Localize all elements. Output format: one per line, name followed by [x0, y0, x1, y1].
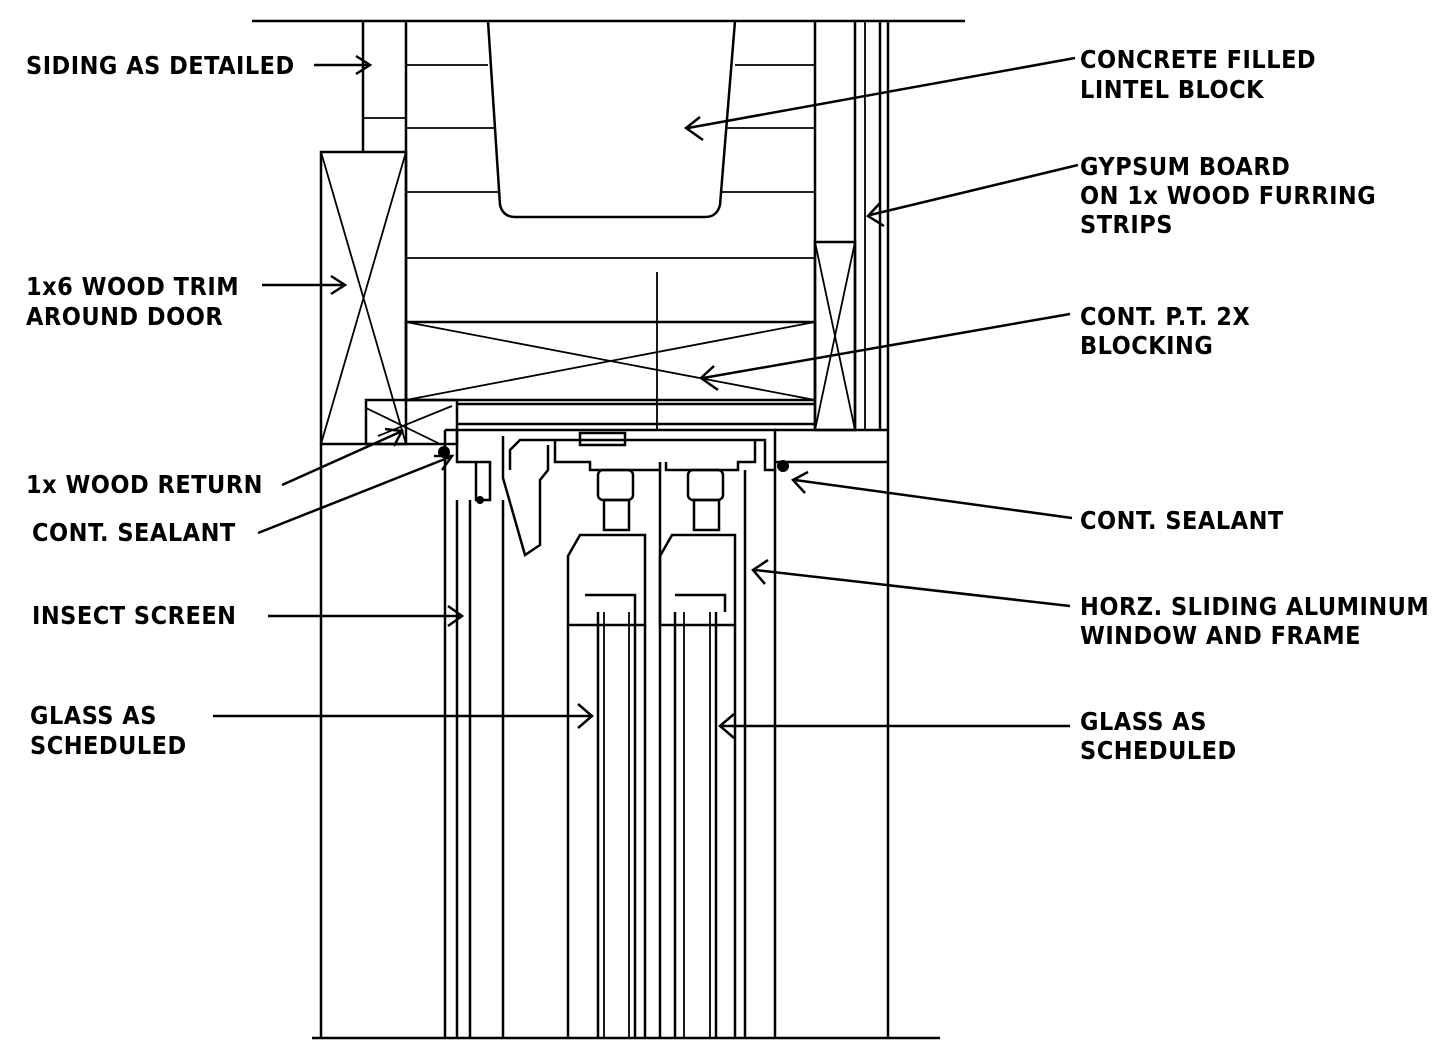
- lintel-block: [486, 20, 737, 219]
- blocking: [404, 272, 817, 430]
- leaders: [213, 54, 1079, 739]
- label-trim-line1: 1x6 WOOD TRIM: [26, 272, 240, 301]
- glass-panes: [566, 612, 737, 1038]
- label-wood-return: 1x WOOD RETURN: [26, 470, 263, 499]
- label-gypsum-line1: GYPSUM BOARD: [1080, 152, 1291, 181]
- label-siding: SIDING AS DETAILED: [26, 51, 295, 80]
- label-glass-left-line2: SCHEDULED: [30, 731, 187, 760]
- insect-screen: [455, 500, 505, 1038]
- label-glass-right-line1: GLASS AS: [1080, 707, 1207, 736]
- masonry-courses: [406, 64, 815, 323]
- label-gypsum-line3: STRIPS: [1080, 210, 1173, 239]
- wood-trim: [319, 150, 408, 1038]
- label-window-line1: HORZ. SLIDING ALUMINUM: [1080, 592, 1430, 621]
- siding: [361, 21, 408, 400]
- wood-return: [364, 398, 815, 446]
- label-lintel-line2: LINTEL BLOCK: [1080, 75, 1265, 104]
- label-blocking-line1: CONT. P.T. 2X: [1080, 302, 1251, 331]
- label-blocking-line2: BLOCKING: [1080, 331, 1214, 360]
- label-sealant-right: CONT. SEALANT: [1080, 506, 1284, 535]
- label-glass-right-line2: SCHEDULED: [1080, 736, 1237, 765]
- interior-wall: [775, 21, 890, 1038]
- label-glass-left-line1: GLASS AS: [30, 701, 157, 730]
- window-frame: [443, 428, 777, 1038]
- label-sealant-left: CONT. SEALANT: [32, 518, 236, 547]
- label-window-line2: WINDOW AND FRAME: [1080, 621, 1362, 650]
- label-trim-line2: AROUND DOOR: [26, 302, 224, 331]
- label-gypsum-line2: ON 1x WOOD FURRING: [1080, 181, 1377, 210]
- label-lintel-line1: CONCRETE FILLED: [1080, 45, 1317, 74]
- sealant-bead-right: [777, 460, 789, 472]
- label-insect-screen: INSECT SCREEN: [32, 601, 237, 630]
